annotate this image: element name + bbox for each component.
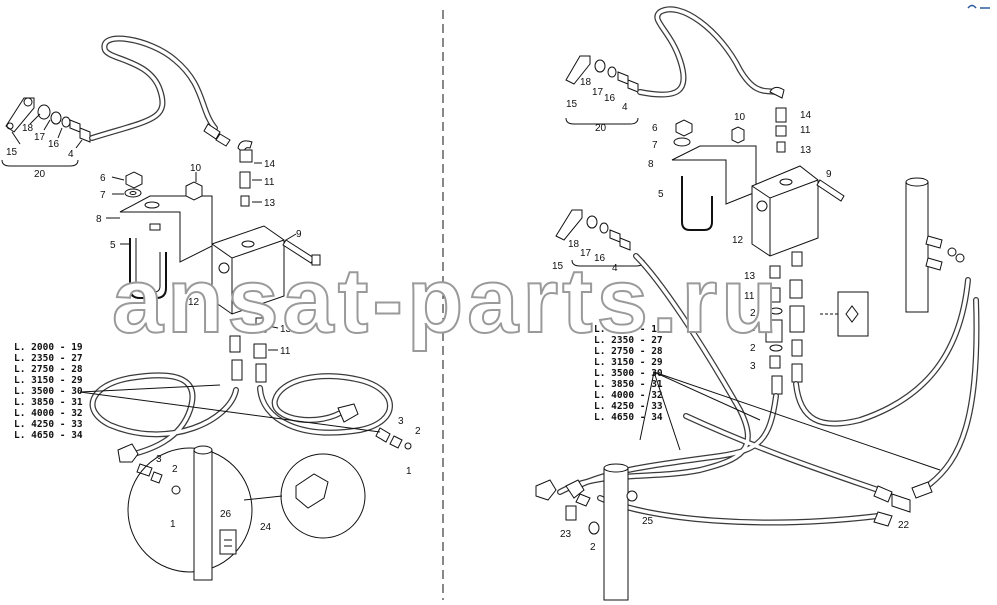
- label-4: 4: [622, 102, 628, 113]
- arrow-cycle-icon: [967, 4, 990, 9]
- length-row: L. 2350 - 27: [594, 335, 663, 346]
- label-5: 5: [658, 189, 664, 200]
- label-15: 15: [552, 261, 564, 272]
- label-1b: 1: [170, 519, 176, 530]
- left-labels: 15 18 17 16 4 20 6 7 8 5 10 14 11 13 9 1…: [6, 123, 421, 533]
- length-row: L. 4250 - 33: [594, 401, 663, 412]
- label-9: 9: [826, 169, 832, 180]
- length-row: L. 4000 - 32: [594, 390, 663, 401]
- length-row: L. 2000 - 19: [594, 324, 663, 335]
- lever-arm: [5, 97, 91, 143]
- label-26: 26: [220, 509, 232, 520]
- label-6: 6: [100, 173, 106, 184]
- label-3b: 3: [156, 454, 162, 465]
- label-3: 3: [750, 361, 756, 372]
- hydraulic-cylinder-right: [905, 181, 929, 313]
- label-18: 18: [22, 123, 34, 134]
- length-row: L. 3150 - 29: [594, 357, 663, 368]
- label-15: 15: [566, 99, 578, 110]
- right-assembly: [535, 6, 980, 601]
- hydraulic-cylinder-lower: [603, 467, 629, 601]
- label-25: 25: [642, 516, 654, 527]
- label-2: 2: [590, 542, 596, 553]
- left-assembly: [1, 35, 412, 581]
- label-16: 16: [48, 139, 60, 150]
- label-3a: 3: [398, 416, 404, 427]
- label-5: 5: [110, 240, 116, 251]
- label-14: 14: [264, 159, 276, 170]
- label-4: 4: [612, 263, 618, 274]
- label-11b: 11: [280, 346, 291, 357]
- length-row: L. 3150 - 29: [14, 375, 83, 386]
- label-18: 18: [568, 239, 580, 250]
- length-row: L. 3500 - 30: [594, 368, 663, 379]
- length-row: L. 2000 - 19: [14, 342, 83, 353]
- label-14: 14: [800, 110, 812, 121]
- label-17: 17: [580, 248, 592, 259]
- label-7: 7: [652, 140, 658, 151]
- valve-block: [211, 225, 285, 315]
- label-9: 9: [296, 229, 302, 240]
- label-11: 11: [264, 177, 275, 188]
- label-13b: 13: [280, 324, 292, 335]
- label-22: 22: [898, 520, 910, 531]
- length-row: L. 2750 - 28: [14, 364, 83, 375]
- label-18: 18: [580, 77, 592, 88]
- right-length-table: L. 2000 - 19 L. 2350 - 27 L. 2750 - 28 L…: [594, 324, 663, 423]
- watermark: ansat-parts.ru: [112, 250, 782, 352]
- label-7: 7: [100, 190, 106, 201]
- label-8: 8: [648, 159, 654, 170]
- label-16: 16: [594, 253, 606, 264]
- label-17: 17: [592, 87, 604, 98]
- label-12: 12: [732, 235, 744, 246]
- label-20: 20: [580, 284, 592, 295]
- label-13: 13: [744, 271, 756, 282]
- label-8: 8: [96, 214, 102, 225]
- label-21: 21: [744, 323, 756, 334]
- label-2: 2: [750, 308, 756, 319]
- label-10: 10: [190, 163, 202, 174]
- length-row: L. 4250 - 33: [14, 419, 83, 430]
- label-24: 24: [260, 522, 272, 533]
- label-20: 20: [595, 123, 607, 134]
- label-10: 10: [734, 112, 746, 123]
- label-11: 11: [744, 291, 755, 302]
- label-11: 11: [800, 125, 811, 136]
- length-row: L. 4000 - 32: [14, 408, 83, 419]
- label-23: 23: [560, 529, 572, 540]
- label-20: 20: [34, 169, 46, 180]
- label-13: 13: [264, 198, 276, 209]
- length-row: L. 3850 - 31: [594, 379, 663, 390]
- label-4: 4: [68, 149, 74, 160]
- detail-circle-left: [127, 447, 253, 573]
- label-6: 6: [652, 123, 658, 134]
- left-length-table: L. 2000 - 19 L. 2350 - 27 L. 2750 - 28 L…: [14, 342, 83, 441]
- label-17: 17: [34, 132, 46, 143]
- label-12: 12: [188, 297, 200, 308]
- label-2b: 2: [172, 464, 178, 475]
- length-row: L. 3500 - 30: [14, 386, 83, 397]
- label-2a: 2: [415, 426, 421, 437]
- label-1a: 1: [406, 466, 412, 477]
- length-row: L. 3850 - 31: [14, 397, 83, 408]
- left-leaders: [11, 113, 297, 351]
- label-13: 13: [800, 145, 812, 156]
- right-labels: 18 17 16 15 4 20 10 6 7 8 5 14 11 13 9 1…: [552, 77, 910, 553]
- length-row: L. 2350 - 27: [14, 353, 83, 364]
- length-row: L. 4650 - 34: [14, 430, 83, 441]
- detail-valve-symbol: [820, 291, 869, 337]
- label-15: 15: [6, 147, 18, 158]
- length-row: L. 4650 - 34: [594, 412, 663, 423]
- label-16: 16: [604, 93, 616, 104]
- label-2: 2: [750, 343, 756, 354]
- length-row: L. 2750 - 28: [594, 346, 663, 357]
